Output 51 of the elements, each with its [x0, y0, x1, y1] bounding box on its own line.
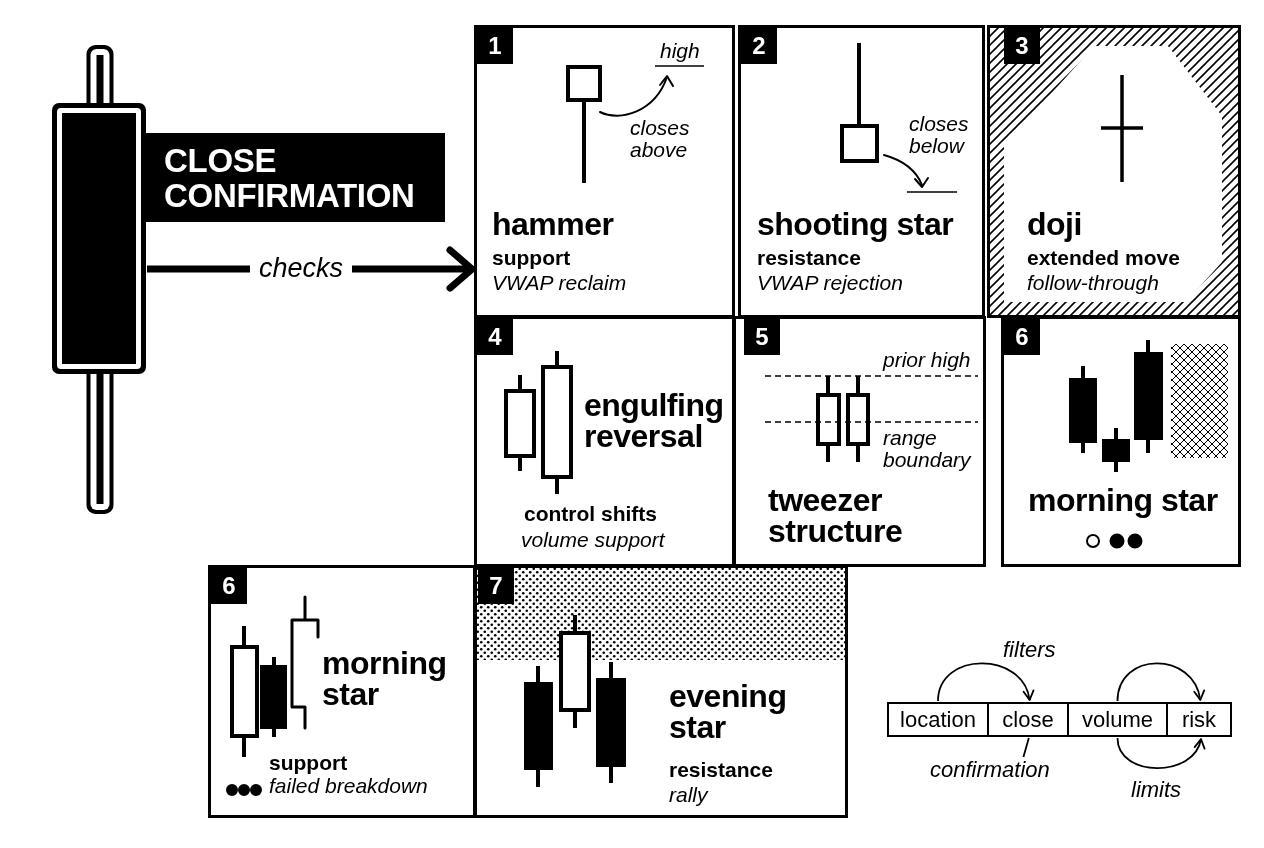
panel-number: 3	[1004, 28, 1040, 64]
pattern-note: volume support	[521, 528, 665, 552]
pattern-card	[733, 316, 986, 567]
process-box: close	[987, 702, 1069, 737]
title-banner: CLOSE CONFIRMATION	[146, 133, 445, 222]
pattern-note: follow-through	[1027, 271, 1159, 295]
pattern-name: shooting star	[757, 209, 954, 240]
pattern-card	[208, 565, 476, 818]
annotation-text: confirmation	[930, 757, 1050, 783]
pattern-card	[474, 316, 735, 567]
panel-number: 7	[478, 568, 514, 604]
annotation-text: closes below	[909, 113, 969, 157]
annotation-text: high	[660, 40, 700, 62]
process-box: volume	[1067, 702, 1168, 737]
pattern-note: VWAP rejection	[757, 271, 903, 295]
panel-number: 6	[211, 568, 247, 604]
pattern-context: resistance	[757, 246, 861, 270]
panel-number: 2	[741, 28, 777, 64]
pattern-name: morning star	[1028, 485, 1218, 516]
pattern-name: engulfing reversal	[584, 390, 724, 452]
panel-number: 6	[1004, 319, 1040, 355]
curved-arrow	[1116, 737, 1204, 770]
curved-arrow	[1116, 662, 1204, 702]
pattern-note: failed breakdown	[269, 774, 428, 798]
candlestick-shape	[52, 43, 147, 516]
pattern-note: rally	[669, 783, 708, 807]
pattern-name: evening star	[669, 681, 787, 743]
annotation-text: range boundary	[883, 427, 971, 471]
pattern-context: resistance	[669, 758, 773, 782]
pattern-card	[474, 565, 848, 818]
process-box: risk	[1166, 702, 1232, 737]
process-box: location	[887, 702, 989, 737]
pattern-context: support	[492, 246, 571, 270]
pattern-name: morning star	[322, 648, 447, 710]
curved-arrow	[937, 662, 1033, 702]
pattern-card	[738, 25, 985, 318]
pattern-context: control shifts	[524, 502, 657, 526]
pattern-card	[474, 25, 735, 318]
pattern-card	[1001, 316, 1241, 567]
panel-number: 5	[744, 319, 780, 355]
leader-line	[1022, 737, 1030, 758]
pattern-context: support	[269, 751, 348, 775]
annotation-text: prior high	[883, 349, 971, 371]
pattern-context: extended move	[1027, 246, 1180, 270]
pattern-name: hammer	[492, 209, 614, 240]
panel-number: 4	[477, 319, 513, 355]
panel-number: 1	[477, 28, 513, 64]
annotation-text: closes above	[630, 117, 690, 161]
pattern-note: VWAP reclaim	[492, 271, 627, 295]
pattern-name: tweezer structure	[768, 485, 903, 547]
pattern-name: doji	[1027, 209, 1082, 240]
